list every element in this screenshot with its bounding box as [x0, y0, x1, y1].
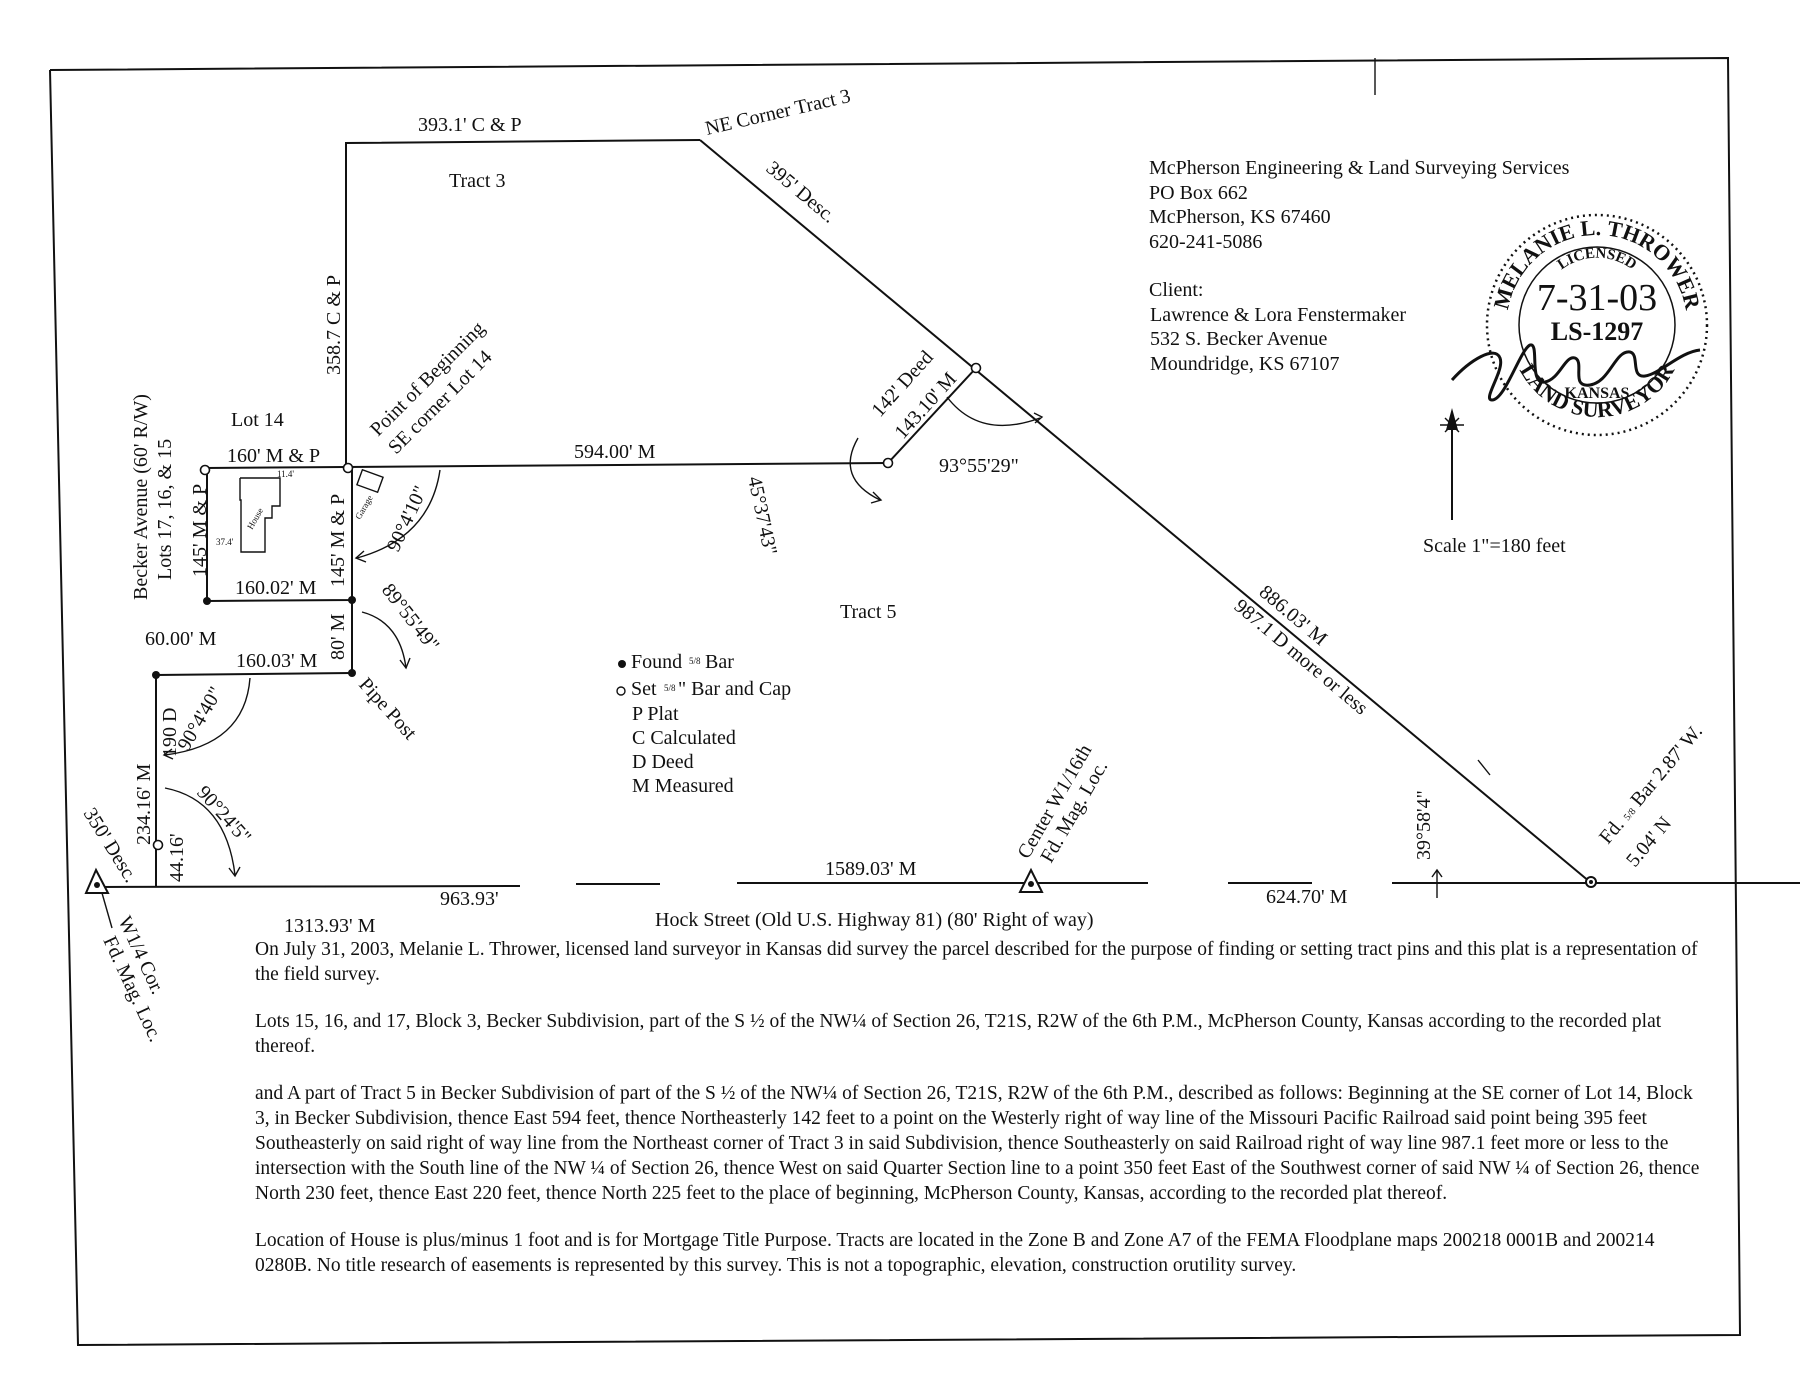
dim-ne-desc: 395' Desc.: [762, 157, 840, 228]
dim-seg44: 44.16': [166, 833, 188, 882]
dim-seg234: 234.16' M: [133, 763, 155, 845]
garage-label: Garage: [353, 493, 375, 521]
found-pin-pipe: [348, 669, 356, 677]
company-name: McPherson Engineering & Land Surveying S…: [1149, 157, 1570, 179]
dim-seg80: 80' M: [327, 613, 349, 660]
dim-top: 393.1' C & P: [418, 114, 522, 136]
tract3-label: Tract 3: [449, 170, 505, 192]
house-outline: [239, 477, 281, 553]
legend-found: Found: [631, 651, 682, 673]
note-tract5-description: and A part of Tract 5 in Becker Subdivis…: [255, 1083, 1700, 1204]
tract5-north-line: [204, 462, 889, 469]
arc-90-4-40: [164, 677, 251, 756]
house-dim-side: 37.4': [216, 537, 234, 547]
dim-road1589: 1589.03' M: [825, 858, 917, 880]
angle-45: 45°37'43": [743, 474, 781, 557]
tract3-boundary: [345, 139, 701, 468]
plat-border: [49, 56, 1742, 1347]
dim-road1313: 1313.93' M: [284, 915, 376, 937]
set-pin-lot14: [199, 464, 211, 476]
becker-line1: Becker Avenue (60' R/W): [130, 394, 152, 600]
legend-calculated: C Calculated: [632, 727, 736, 749]
set-pin-44: [152, 839, 164, 851]
tract5-label: Tract 5: [840, 601, 896, 623]
road-label: Hock Street (Old U.S. Highway 81) (80' R…: [655, 909, 1094, 931]
seal-licensed: LICENSED: [1555, 246, 1640, 274]
set-pin-pob: [342, 462, 354, 474]
svg-text:LICENSED: LICENSED: [1555, 246, 1640, 274]
client-address: 532 S. Becker Avenue: [1150, 328, 1327, 350]
arc-90-4-10: [356, 469, 441, 559]
survey-notes: On July 31, 2003, Melanie L. Thrower, li…: [255, 937, 1700, 1300]
legend-set: Set: [631, 678, 657, 700]
surveyor-seal: MELANIE L. THROWER LAND SURVEYOR LICENSE…: [1450, 213, 1709, 437]
w14-corner-marker: [84, 867, 110, 894]
note-survey-statement: On July 31, 2003, Melanie L. Thrower, li…: [255, 939, 1698, 985]
dim-seg190: 190 D: [159, 708, 181, 757]
angle-93: 93°55'29": [939, 455, 1019, 477]
dim-becker-side: 145' M & P: [189, 484, 211, 577]
northeast-leg: [887, 367, 977, 464]
dim-lot14-top: 160' M & P: [227, 445, 320, 467]
dim-east594: 594.00' M: [574, 441, 656, 463]
dim-road963: 963.93': [440, 888, 499, 910]
angle-89: 89°55'49": [377, 580, 443, 656]
house-label: House: [245, 506, 265, 531]
dim-road624: 624.70' M: [1266, 886, 1348, 908]
note-house-location: Location of House is plus/minus 1 foot a…: [255, 1230, 1655, 1276]
arc-90-24: [164, 787, 236, 876]
arc-89: [361, 611, 407, 669]
seal-state: KANSAS: [1565, 385, 1630, 402]
angle-90-4-10: 90°4'10": [383, 483, 432, 556]
dim-seg60: 60.00' M: [145, 628, 217, 650]
found-pin-se-lot: [348, 596, 356, 604]
scale-text: Scale 1"=180 feet: [1423, 535, 1566, 557]
client-label: Client:: [1149, 279, 1203, 301]
legend-found-unit: Bar: [705, 651, 734, 673]
lot14-label: Lot 14: [231, 409, 284, 431]
arc-93: [946, 396, 1041, 427]
garage-outline: [356, 468, 384, 494]
company-city: McPherson, KS 67460: [1149, 206, 1331, 228]
legend-set-unit: " Bar and Cap: [678, 678, 791, 700]
dim-west-tract3: 358.7 C & P: [323, 275, 345, 375]
pipe-post-label: Pipe Post: [354, 674, 421, 745]
becker-line2: Lots 17, 16, & 15: [154, 439, 176, 580]
seal-license-no: LS-1297: [1551, 317, 1643, 346]
ne-corner-label: NE Corner Tract 3: [703, 85, 852, 140]
surveyor-signature: [1450, 343, 1701, 402]
quarter-line-1: [97, 885, 521, 888]
railroad-row-line: [699, 139, 1591, 883]
house-dim-top: 11.4': [277, 469, 294, 479]
legend-plat: P Plat: [632, 703, 679, 725]
found-pin-sw: [152, 671, 160, 679]
arc-45: [849, 437, 881, 501]
set-pin-row: [970, 362, 982, 374]
legend-found-size: 5/8: [689, 656, 701, 666]
legend-measured: M Measured: [632, 775, 734, 797]
dim-lot-bottom: 160.02' M: [235, 577, 317, 599]
lot-boundary: [206, 468, 353, 603]
legend-set-size: 5/8: [664, 683, 676, 693]
north-arrow-icon: [1440, 408, 1464, 520]
legend-deed: D Deed: [632, 751, 694, 773]
angle-90-4-40: 90°4'40": [173, 683, 227, 754]
dim-seg160-03: 160.03' M: [236, 650, 318, 672]
company-phone: 620-241-5086: [1149, 231, 1262, 253]
client-city: Moundridge, KS 67107: [1150, 353, 1339, 375]
found-pin-sw-lot: [203, 597, 211, 605]
angle-90-24: 90°24'5": [192, 782, 255, 849]
dim-east-lot: 145' M & P: [327, 494, 349, 587]
set-pin-east: [882, 457, 894, 469]
note-lots-description: Lots 15, 16, and 17, Block 3, Becker Sub…: [255, 1011, 1662, 1057]
client-name: Lawrence & Lora Fenstermaker: [1150, 304, 1406, 326]
angle-39: 39°58'4": [1413, 790, 1435, 860]
seal-date: 7-31-03: [1537, 277, 1657, 319]
company-po-box: PO Box 662: [1149, 182, 1248, 204]
